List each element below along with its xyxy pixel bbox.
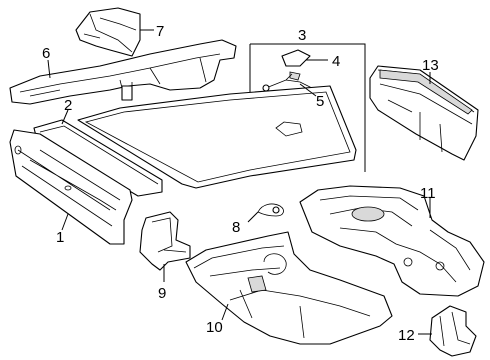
callout-9: 9 xyxy=(158,285,166,302)
part-1-side-panel xyxy=(9,129,133,245)
callout-11: 11 xyxy=(420,185,436,202)
callout-1: 1 xyxy=(56,229,64,246)
callout-13: 13 xyxy=(422,57,439,74)
part-6-crossmember xyxy=(9,39,237,105)
part-7-bracket xyxy=(75,7,141,57)
callout-7: 7 xyxy=(156,23,164,40)
callout-3: 3 xyxy=(298,27,306,44)
part-3-frame xyxy=(249,43,366,172)
part-12-clip xyxy=(429,305,477,357)
part-8-cable xyxy=(257,203,284,217)
callout-5: 5 xyxy=(316,93,324,110)
leader-6 xyxy=(47,59,51,79)
part-13-sill-plate xyxy=(369,65,479,161)
callout-2: 2 xyxy=(64,97,72,114)
part-10-tub xyxy=(185,231,393,345)
callout-6: 6 xyxy=(42,45,50,62)
part-11-tray xyxy=(299,185,485,297)
callout-12: 12 xyxy=(398,327,415,344)
callout-10: 10 xyxy=(206,319,223,336)
leader-10 xyxy=(221,303,229,321)
leader-1 xyxy=(61,213,69,231)
leader-5 xyxy=(299,83,317,97)
leader-2 xyxy=(61,109,69,125)
callout-8: 8 xyxy=(232,219,240,236)
part-4-cover xyxy=(281,49,311,81)
callout-4: 4 xyxy=(332,53,340,70)
leader-8 xyxy=(247,211,259,223)
part-9-bracket xyxy=(139,211,191,271)
part-3-floor-mat xyxy=(77,85,357,189)
